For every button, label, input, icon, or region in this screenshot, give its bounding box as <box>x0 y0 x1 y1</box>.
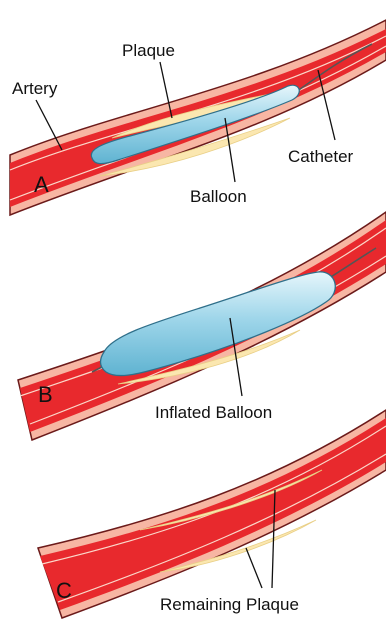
label-artery: Artery <box>12 79 58 98</box>
panel-b: Inflated Balloon B <box>18 212 386 440</box>
panel-letter-b: B <box>38 382 53 407</box>
panel-a: Artery Plaque Catheter Balloon A <box>10 20 386 215</box>
label-catheter: Catheter <box>288 147 354 166</box>
panel-letter-a: A <box>34 172 49 197</box>
panel-letter-c: C <box>56 578 72 603</box>
label-remaining-plaque: Remaining Plaque <box>160 595 299 614</box>
panel-c: Remaining Plaque C <box>38 410 386 618</box>
label-balloon: Balloon <box>190 187 247 206</box>
label-plaque: Plaque <box>122 41 175 60</box>
label-inflated-balloon: Inflated Balloon <box>155 403 272 422</box>
